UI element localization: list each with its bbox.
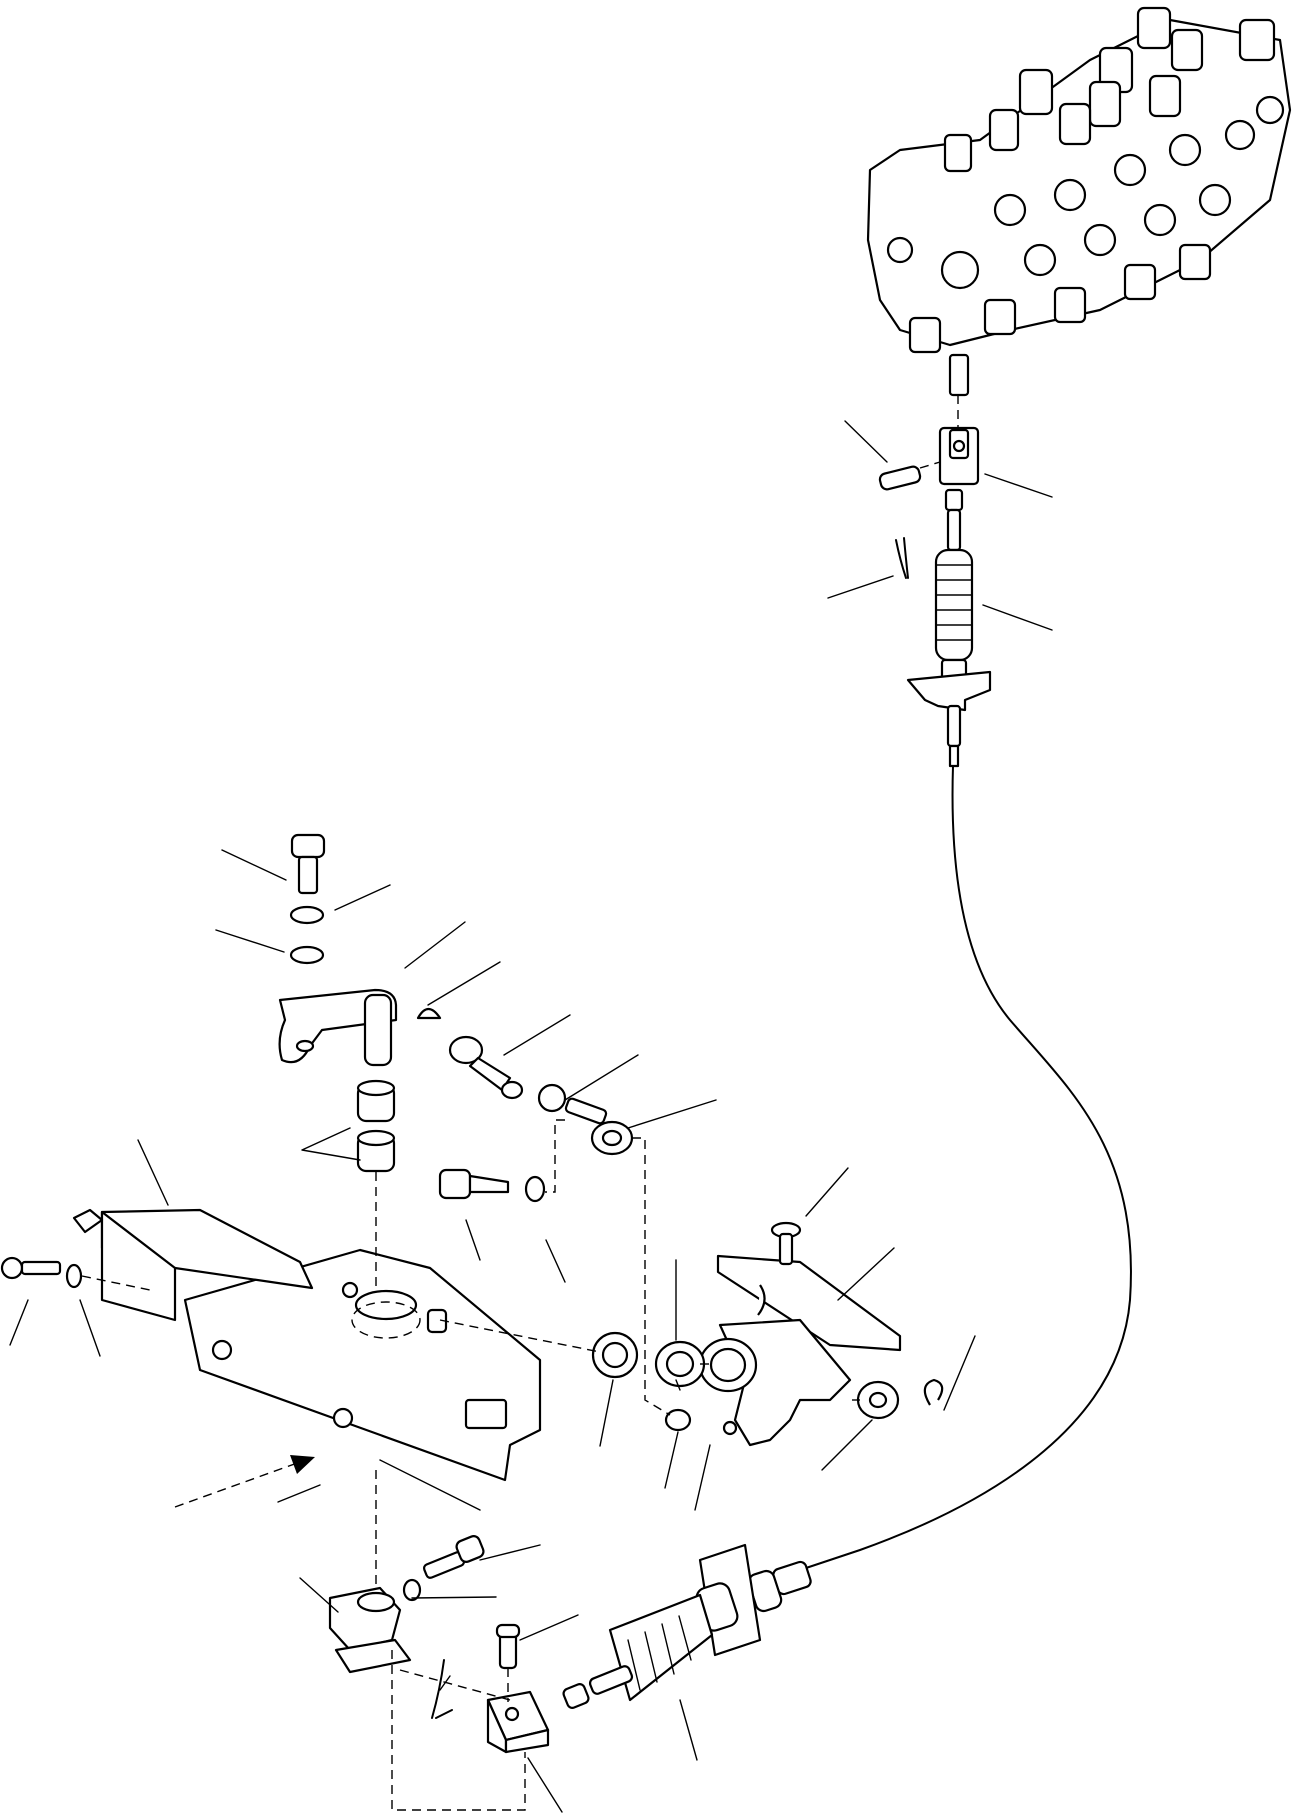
control-cable: [799, 765, 1132, 1571]
lever-washers: [289, 905, 325, 965]
valve-ports: [886, 95, 1285, 290]
needle-bearings: [591, 1331, 706, 1388]
cotter-pin-lower: [431, 1659, 453, 1719]
bracket-screw: [770, 1221, 802, 1266]
clevis-pin: [878, 461, 941, 491]
circlip: [923, 1378, 944, 1406]
lower-block-bolt: [402, 1535, 485, 1602]
lower-pivot-block: [328, 1586, 412, 1674]
rod-stud: [564, 1097, 608, 1125]
direction-arrow: [174, 1455, 315, 1508]
valve-spool-caps: [943, 6, 1276, 173]
cotter-pin-upper: [895, 537, 909, 579]
bracket-washer: [856, 1380, 900, 1420]
woodruff-key: [416, 1007, 442, 1020]
middle-bolt: [438, 1168, 546, 1203]
rod-end: [448, 1035, 524, 1100]
pedal-bracket: [698, 1254, 902, 1447]
pedal-pivot-hub: [351, 1289, 448, 1339]
small-snap-ring: [664, 1408, 692, 1432]
left-bolt: [0, 1256, 151, 1291]
cable-upper-boot: [906, 488, 992, 768]
rod-bushing: [590, 1120, 634, 1156]
lever-arm: [278, 988, 398, 1067]
lever-bolt: [290, 833, 326, 895]
rod-washer: [537, 1083, 567, 1113]
control-valve-block: [866, 6, 1292, 397]
spool-clevis: [938, 395, 980, 486]
callout-leaders: [9, 420, 1053, 1813]
cable-lower-end: [562, 1543, 812, 1709]
lower-clevis-pin: [495, 1623, 521, 1702]
pedal-plate: [72, 1208, 314, 1322]
pivot-bushings: [356, 1079, 396, 1290]
assembly-dashed-lines: [375, 1119, 860, 1811]
lower-clevis: [486, 1690, 550, 1754]
valve-lower-spools: [908, 243, 1212, 397]
pedal-frame: [183, 1248, 542, 1482]
